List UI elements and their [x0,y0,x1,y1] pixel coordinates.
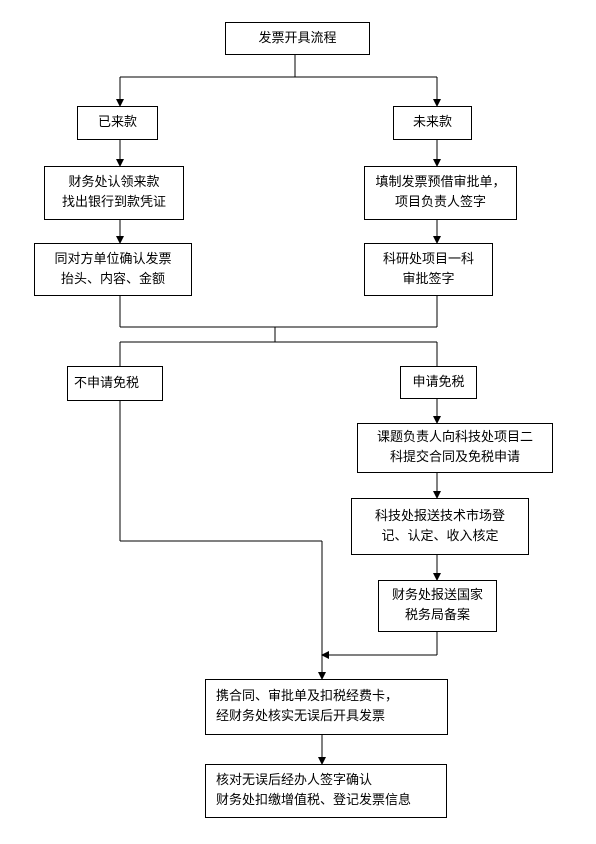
fill-form-line-1: 填制发票预借审批单， [375,175,506,190]
final-step-box: 核对无误后经办人签字确认 财务处扣缴增值税、登记发票信息 [205,764,447,818]
submit-contract-line-2: 科提交合同及免税申请 [389,450,520,465]
tax-bureau-box: 财务处报送国家 税务局备案 [378,580,497,632]
tech-register-line-1: 科技处报送技术市场登 [374,508,505,524]
submit-contract-line-1: 课题负责人向科技处项目二 [376,430,533,445]
fill-form-box: 填制发票预借审批单， 项目负责人签字 [364,166,517,220]
research-office-line-2: 审批签字 [402,271,455,287]
title-box: 发票开具流程 [225,22,370,55]
confirm-invoice-line-1: 同对方单位确认发票 [54,251,172,267]
research-office-line-1: 科研处项目一科 [382,251,474,267]
issue-invoice-box: 携合同、审批单及扣税经费卡， 经财务处核实无误后开具发票 [205,679,448,735]
issue-invoice-line-2: 经财务处核实无误后开具发票 [216,709,386,724]
received-box: 已来款 [77,106,158,140]
received-text: 已来款 [97,115,137,130]
tech-register-line-2: 记、认定、收入核定 [381,528,499,544]
submit-contract-box: 课题负责人向科技处项目二 科提交合同及免税申请 [357,423,553,473]
no-exemption-text: 不申请免税 [74,375,140,391]
tax-bureau-line-2: 税务局备案 [404,608,470,623]
not-received-text: 未来款 [412,115,452,130]
finance-confirm-line-1: 财务处认领来款 [68,175,160,190]
final-step-line-2: 财务处扣缴增值税、登记发票信息 [216,793,412,808]
final-step-line-1: 核对无误后经办人签字确认 [216,773,373,788]
no-exemption-box: 不申请免税 [67,366,163,401]
finance-confirm-line-2: 找出银行到款凭证 [61,195,166,210]
apply-exemption-box: 申请免税 [400,366,477,399]
confirm-invoice-line-2: 抬头、内容、金额 [60,271,165,287]
confirm-invoice-box: 同对方单位确认发票 抬头、内容、金额 [34,243,192,296]
fill-form-line-2: 项目负责人签字 [394,195,486,210]
apply-exemption-text: 申请免税 [412,374,465,390]
research-office-box: 科研处项目一科 审批签字 [364,243,493,296]
tech-register-box: 科技处报送技术市场登 记、认定、收入核定 [351,498,529,555]
tax-bureau-line-1: 财务处报送国家 [391,588,483,603]
title-text: 发票开具流程 [258,30,337,46]
finance-confirm-box: 财务处认领来款 找出银行到款凭证 [44,166,184,220]
issue-invoice-line-1: 携合同、审批单及扣税经费卡， [216,689,399,704]
not-received-box: 未来款 [393,106,472,140]
